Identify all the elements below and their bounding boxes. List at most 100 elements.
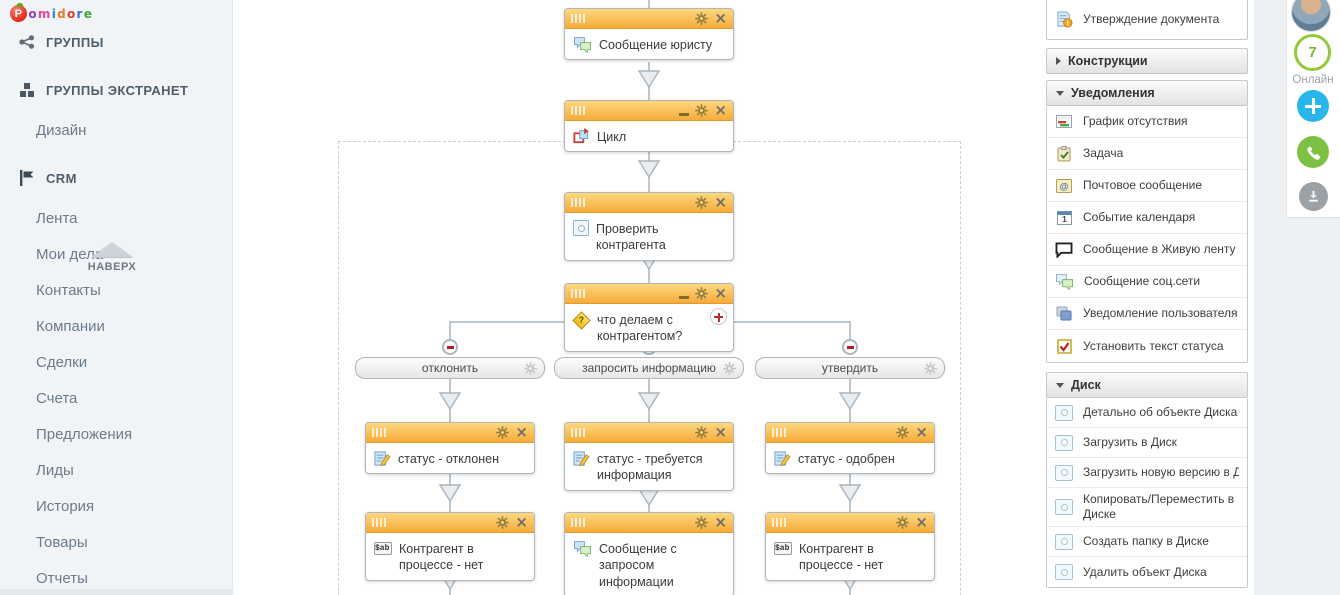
phone-button[interactable] bbox=[1297, 136, 1329, 168]
palette-section-disk[interactable]: Диск bbox=[1046, 372, 1248, 398]
palette-item-disk-upload[interactable]: Загрузить в Диск bbox=[1047, 428, 1247, 458]
sidebar-item-groups[interactable]: ГРУППЫ bbox=[18, 34, 104, 50]
block-titlebar[interactable]: × bbox=[366, 513, 534, 533]
branch-bar-approve[interactable]: утвердить bbox=[755, 357, 945, 379]
gear-icon[interactable] bbox=[723, 362, 736, 375]
minimize-icon[interactable] bbox=[679, 113, 690, 116]
close-icon[interactable]: × bbox=[714, 423, 727, 441]
sidebar-item-contacts[interactable]: Контакты bbox=[36, 282, 101, 299]
drag-handle-icon[interactable] bbox=[571, 428, 587, 437]
workflow-block-status-info-required[interactable]: × статус - требуется информация bbox=[564, 422, 734, 491]
sidebar-item-feed[interactable]: Лента bbox=[36, 210, 78, 227]
close-icon[interactable]: × bbox=[714, 101, 727, 119]
gear-icon[interactable] bbox=[695, 287, 709, 300]
add-branch-button[interactable] bbox=[710, 308, 727, 325]
palette-section-notifications[interactable]: Уведомления bbox=[1046, 80, 1248, 106]
block-titlebar[interactable]: × bbox=[766, 423, 934, 443]
palette-item-set-status-text[interactable]: Установить текст статуса bbox=[1047, 330, 1247, 362]
gear-icon[interactable] bbox=[924, 362, 937, 375]
palette-item-email-message[interactable]: @ Почтовое сообщение bbox=[1047, 170, 1247, 202]
block-titlebar[interactable]: × bbox=[366, 423, 534, 443]
drag-handle-icon[interactable] bbox=[772, 518, 788, 527]
gear-icon[interactable] bbox=[695, 516, 709, 529]
back-to-top-button[interactable]: НАВЕРХ bbox=[77, 242, 147, 273]
sidebar-item-history[interactable]: История bbox=[36, 498, 95, 515]
sidebar-item-crm[interactable]: CRM bbox=[18, 170, 77, 186]
sidebar-item-deals[interactable]: Сделки bbox=[36, 354, 88, 371]
block-titlebar[interactable]: × bbox=[565, 9, 733, 29]
add-button[interactable] bbox=[1297, 90, 1329, 122]
drag-handle-icon[interactable] bbox=[372, 518, 388, 527]
branch-bar-decline[interactable]: отклонить bbox=[355, 357, 545, 379]
gear-icon[interactable] bbox=[496, 516, 510, 529]
palette-item-user-notification[interactable]: Уведомление пользователя bbox=[1047, 298, 1247, 330]
sidebar-item-my-tasks[interactable]: Мои дела bbox=[36, 246, 104, 263]
close-icon[interactable]: × bbox=[515, 513, 528, 531]
drag-handle-icon[interactable] bbox=[772, 428, 788, 437]
app-logo[interactable]: P o m i d o r e bbox=[10, 5, 93, 22]
sidebar-item-companies[interactable]: Компании bbox=[36, 318, 105, 335]
gear-icon[interactable] bbox=[695, 104, 709, 117]
sidebar-item-quotes[interactable]: Предложения bbox=[36, 426, 133, 443]
palette-item-calendar-event[interactable]: 1 Событие календаря bbox=[1047, 202, 1247, 234]
close-icon[interactable]: × bbox=[714, 9, 727, 27]
gear-icon[interactable] bbox=[896, 516, 910, 529]
drag-handle-icon[interactable] bbox=[372, 428, 388, 437]
sidebar-item-leads[interactable]: Лиды bbox=[36, 462, 74, 479]
drag-handle-icon[interactable] bbox=[571, 14, 587, 23]
sidebar-item-invoices[interactable]: Счета bbox=[36, 390, 78, 407]
close-icon[interactable]: × bbox=[915, 423, 928, 441]
download-button[interactable] bbox=[1299, 182, 1328, 211]
close-icon[interactable]: × bbox=[714, 193, 727, 211]
workflow-block-contractor-in-process-2[interactable]: × $ab Контрагент в процессе - нет bbox=[765, 512, 935, 581]
palette-item-disk-copy-move[interactable]: Копировать/Переместить в Диске bbox=[1047, 488, 1247, 527]
drag-handle-icon[interactable] bbox=[571, 106, 587, 115]
gear-icon[interactable] bbox=[896, 426, 910, 439]
palette-item-disk-delete-object[interactable]: Удалить объект Диска bbox=[1047, 557, 1247, 587]
workflow-block-status-approved[interactable]: × статус - одобрен bbox=[765, 422, 935, 475]
drag-handle-icon[interactable] bbox=[571, 289, 587, 298]
block-titlebar[interactable]: × bbox=[565, 284, 733, 304]
palette-item-document-approval[interactable]: ! Утверждение документа bbox=[1047, 3, 1247, 35]
sidebar-item-reports[interactable]: Отчеты bbox=[36, 570, 88, 587]
close-icon[interactable]: × bbox=[915, 513, 928, 531]
close-icon[interactable]: × bbox=[515, 423, 528, 441]
close-icon[interactable]: × bbox=[714, 513, 727, 531]
gear-icon[interactable] bbox=[695, 196, 709, 209]
block-titlebar[interactable]: × bbox=[565, 193, 733, 213]
sidebar-item-products[interactable]: Товары bbox=[36, 534, 88, 551]
gear-icon[interactable] bbox=[695, 12, 709, 25]
gear-icon[interactable] bbox=[496, 426, 510, 439]
palette-item-absence-chart[interactable]: График отсутствия bbox=[1047, 106, 1247, 138]
workflow-block-check-contractor[interactable]: × Проверить контрагента bbox=[564, 192, 734, 261]
block-titlebar[interactable]: × bbox=[565, 101, 733, 121]
collapse-branch-button[interactable] bbox=[442, 339, 458, 355]
online-count-badge[interactable]: 7 bbox=[1294, 34, 1331, 71]
user-avatar[interactable] bbox=[1291, 0, 1331, 32]
drag-handle-icon[interactable] bbox=[571, 518, 587, 527]
palette-item-disk-upload-new-version[interactable]: Загрузить новую версию в Диск bbox=[1047, 458, 1247, 488]
sidebar-item-groups-extranet[interactable]: ГРУППЫ ЭКСТРАНЕТ bbox=[18, 82, 188, 98]
workflow-block-contractor-in-process-1[interactable]: × $ab Контрагент в процессе - нет bbox=[365, 512, 535, 581]
palette-item-task[interactable]: Задача bbox=[1047, 138, 1247, 170]
branch-bar-request-info[interactable]: запросить информацию bbox=[554, 357, 744, 379]
gear-icon[interactable] bbox=[524, 362, 537, 375]
block-titlebar[interactable]: × bbox=[766, 513, 934, 533]
workflow-block-message-lawyer[interactable]: × Сообщение юристу bbox=[564, 8, 734, 61]
drag-handle-icon[interactable] bbox=[571, 198, 587, 207]
sidebar-item-design[interactable]: Дизайн bbox=[36, 122, 86, 139]
gear-icon[interactable] bbox=[695, 426, 709, 439]
palette-item-social-message[interactable]: Сообщение соц.сети bbox=[1047, 266, 1247, 298]
block-titlebar[interactable]: × bbox=[565, 513, 733, 533]
close-icon[interactable]: × bbox=[714, 284, 727, 302]
workflow-block-loop[interactable]: × Цикл bbox=[564, 100, 734, 153]
workflow-block-status-declined[interactable]: × статус - отклонен bbox=[365, 422, 535, 475]
workflow-block-question[interactable]: × ? что делаем с контрагентом? bbox=[564, 283, 734, 352]
palette-item-disk-object-details[interactable]: Детально об объекте Диска bbox=[1047, 398, 1247, 428]
palette-item-disk-create-folder[interactable]: Создать папку в Диске bbox=[1047, 527, 1247, 557]
minimize-icon[interactable] bbox=[679, 296, 690, 299]
block-titlebar[interactable]: × bbox=[565, 423, 733, 443]
palette-item-livefeed-message[interactable]: Сообщение в Живую ленту bbox=[1047, 234, 1247, 266]
palette-section-constructions[interactable]: Конструкции bbox=[1046, 48, 1248, 74]
workflow-block-message-request-info[interactable]: × Сообщение с запросом информации bbox=[564, 512, 734, 595]
